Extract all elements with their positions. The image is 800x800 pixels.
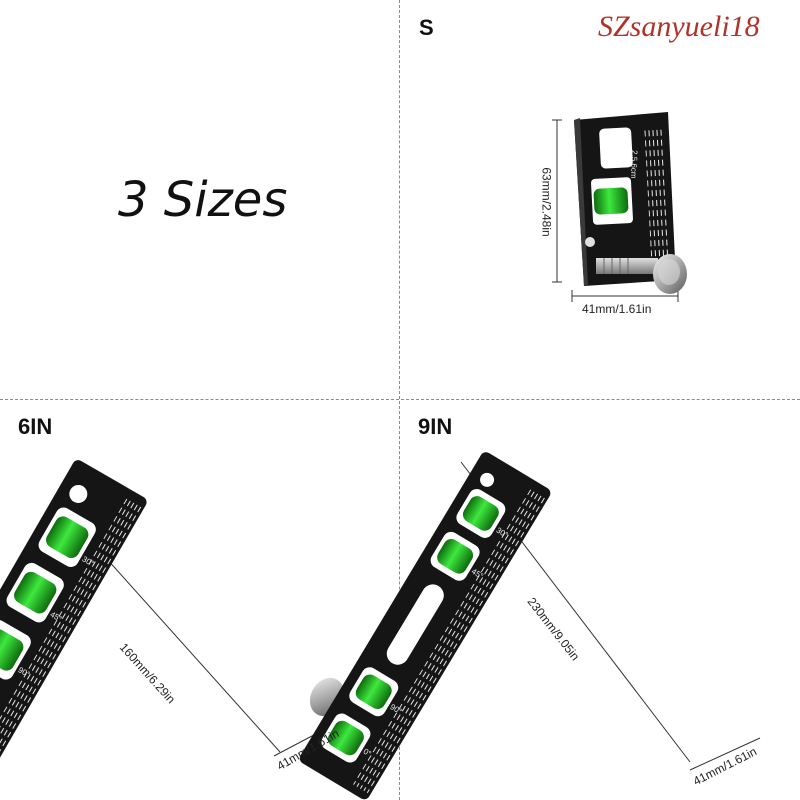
6in-level-image: 30° 45° 90° 0° xyxy=(0,460,347,774)
size-label-small: S xyxy=(419,15,434,40)
svg-text:0°: 0° xyxy=(362,747,373,759)
svg-text:2.5 6cm: 2.5 6cm xyxy=(629,150,639,179)
small-height-dimension: 63mm/2.48in xyxy=(539,167,554,237)
vertical-divider xyxy=(399,0,400,800)
small-level-image: 2.5 6cm xyxy=(552,112,687,302)
9in-level-image: 30° 45° 90° 0° xyxy=(299,452,761,800)
size-label-6in: 6IN xyxy=(18,414,53,439)
size-label-9in: 9IN xyxy=(418,414,453,439)
horizontal-divider xyxy=(0,399,800,400)
headline: 3 Sizes xyxy=(118,172,288,228)
watermark: SZsanyueli18 xyxy=(598,10,760,43)
small-width-dimension: 41mm/1.61in xyxy=(582,302,652,316)
